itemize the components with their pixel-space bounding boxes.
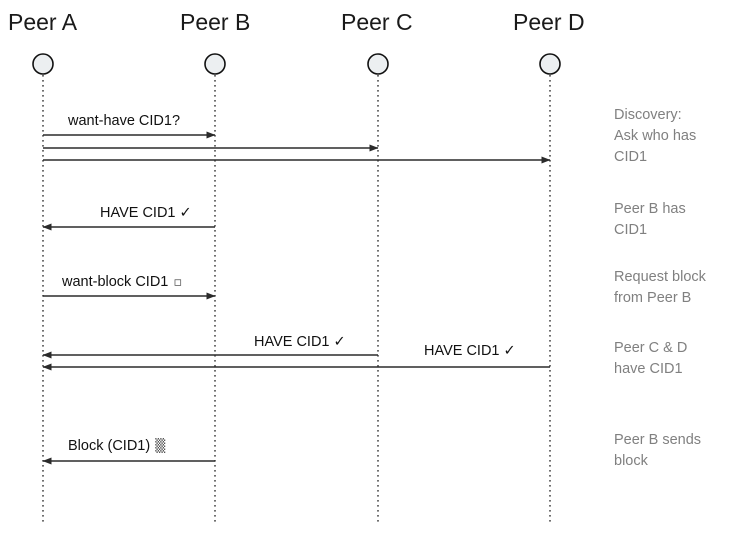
note-n2-line-1: CID1 [614,222,647,238]
peer-node-d[interactable] [539,53,561,75]
message-label-m8: Block (CID1) [68,438,150,454]
peer-title-b: Peer B [180,9,250,35]
peer-title-d: Peer D [513,9,585,35]
note-n2-line-0: Peer B has [614,201,686,217]
message-label-m1: want-have CID1? [67,113,180,129]
peer-title-a: Peer A [8,9,78,35]
message-glyph-m8: ▒ [155,437,166,454]
peer-titles-group: Peer A Peer B Peer C Peer D [8,9,585,35]
message-glyph-m5: ▫ [173,275,182,290]
note-n3-line-1: from Peer B [614,290,691,306]
message-label-m5: want-block CID1 [61,274,168,290]
note-n1-line-1: Ask who has [614,128,696,144]
note-n4-line-1: have CID1 [614,361,683,377]
note-n5-line-1: block [614,453,649,469]
message-label-m7: HAVE CID1 ✓ [424,343,516,359]
note-n1-line-0: Discovery: [614,107,682,123]
messages-group: want-have CID1? HAVE CID1 ✓ want-block CID… [42,113,551,465]
peer-node-b[interactable] [204,53,226,75]
peer-title-c: Peer C [341,9,413,35]
peer-node-c[interactable] [367,53,389,75]
note-n5-line-0: Peer B sends [614,432,701,448]
note-n4-line-0: Peer C & D [614,340,687,356]
lifelines-group [42,75,551,525]
peer-circles-group [32,53,561,75]
note-n1-line-2: CID1 [614,149,647,165]
peer-node-a[interactable] [32,53,54,75]
message-label-m4: HAVE CID1 ✓ [100,205,192,221]
note-n3-line-0: Request block [614,269,707,285]
message-label-m6: HAVE CID1 ✓ [254,334,346,350]
